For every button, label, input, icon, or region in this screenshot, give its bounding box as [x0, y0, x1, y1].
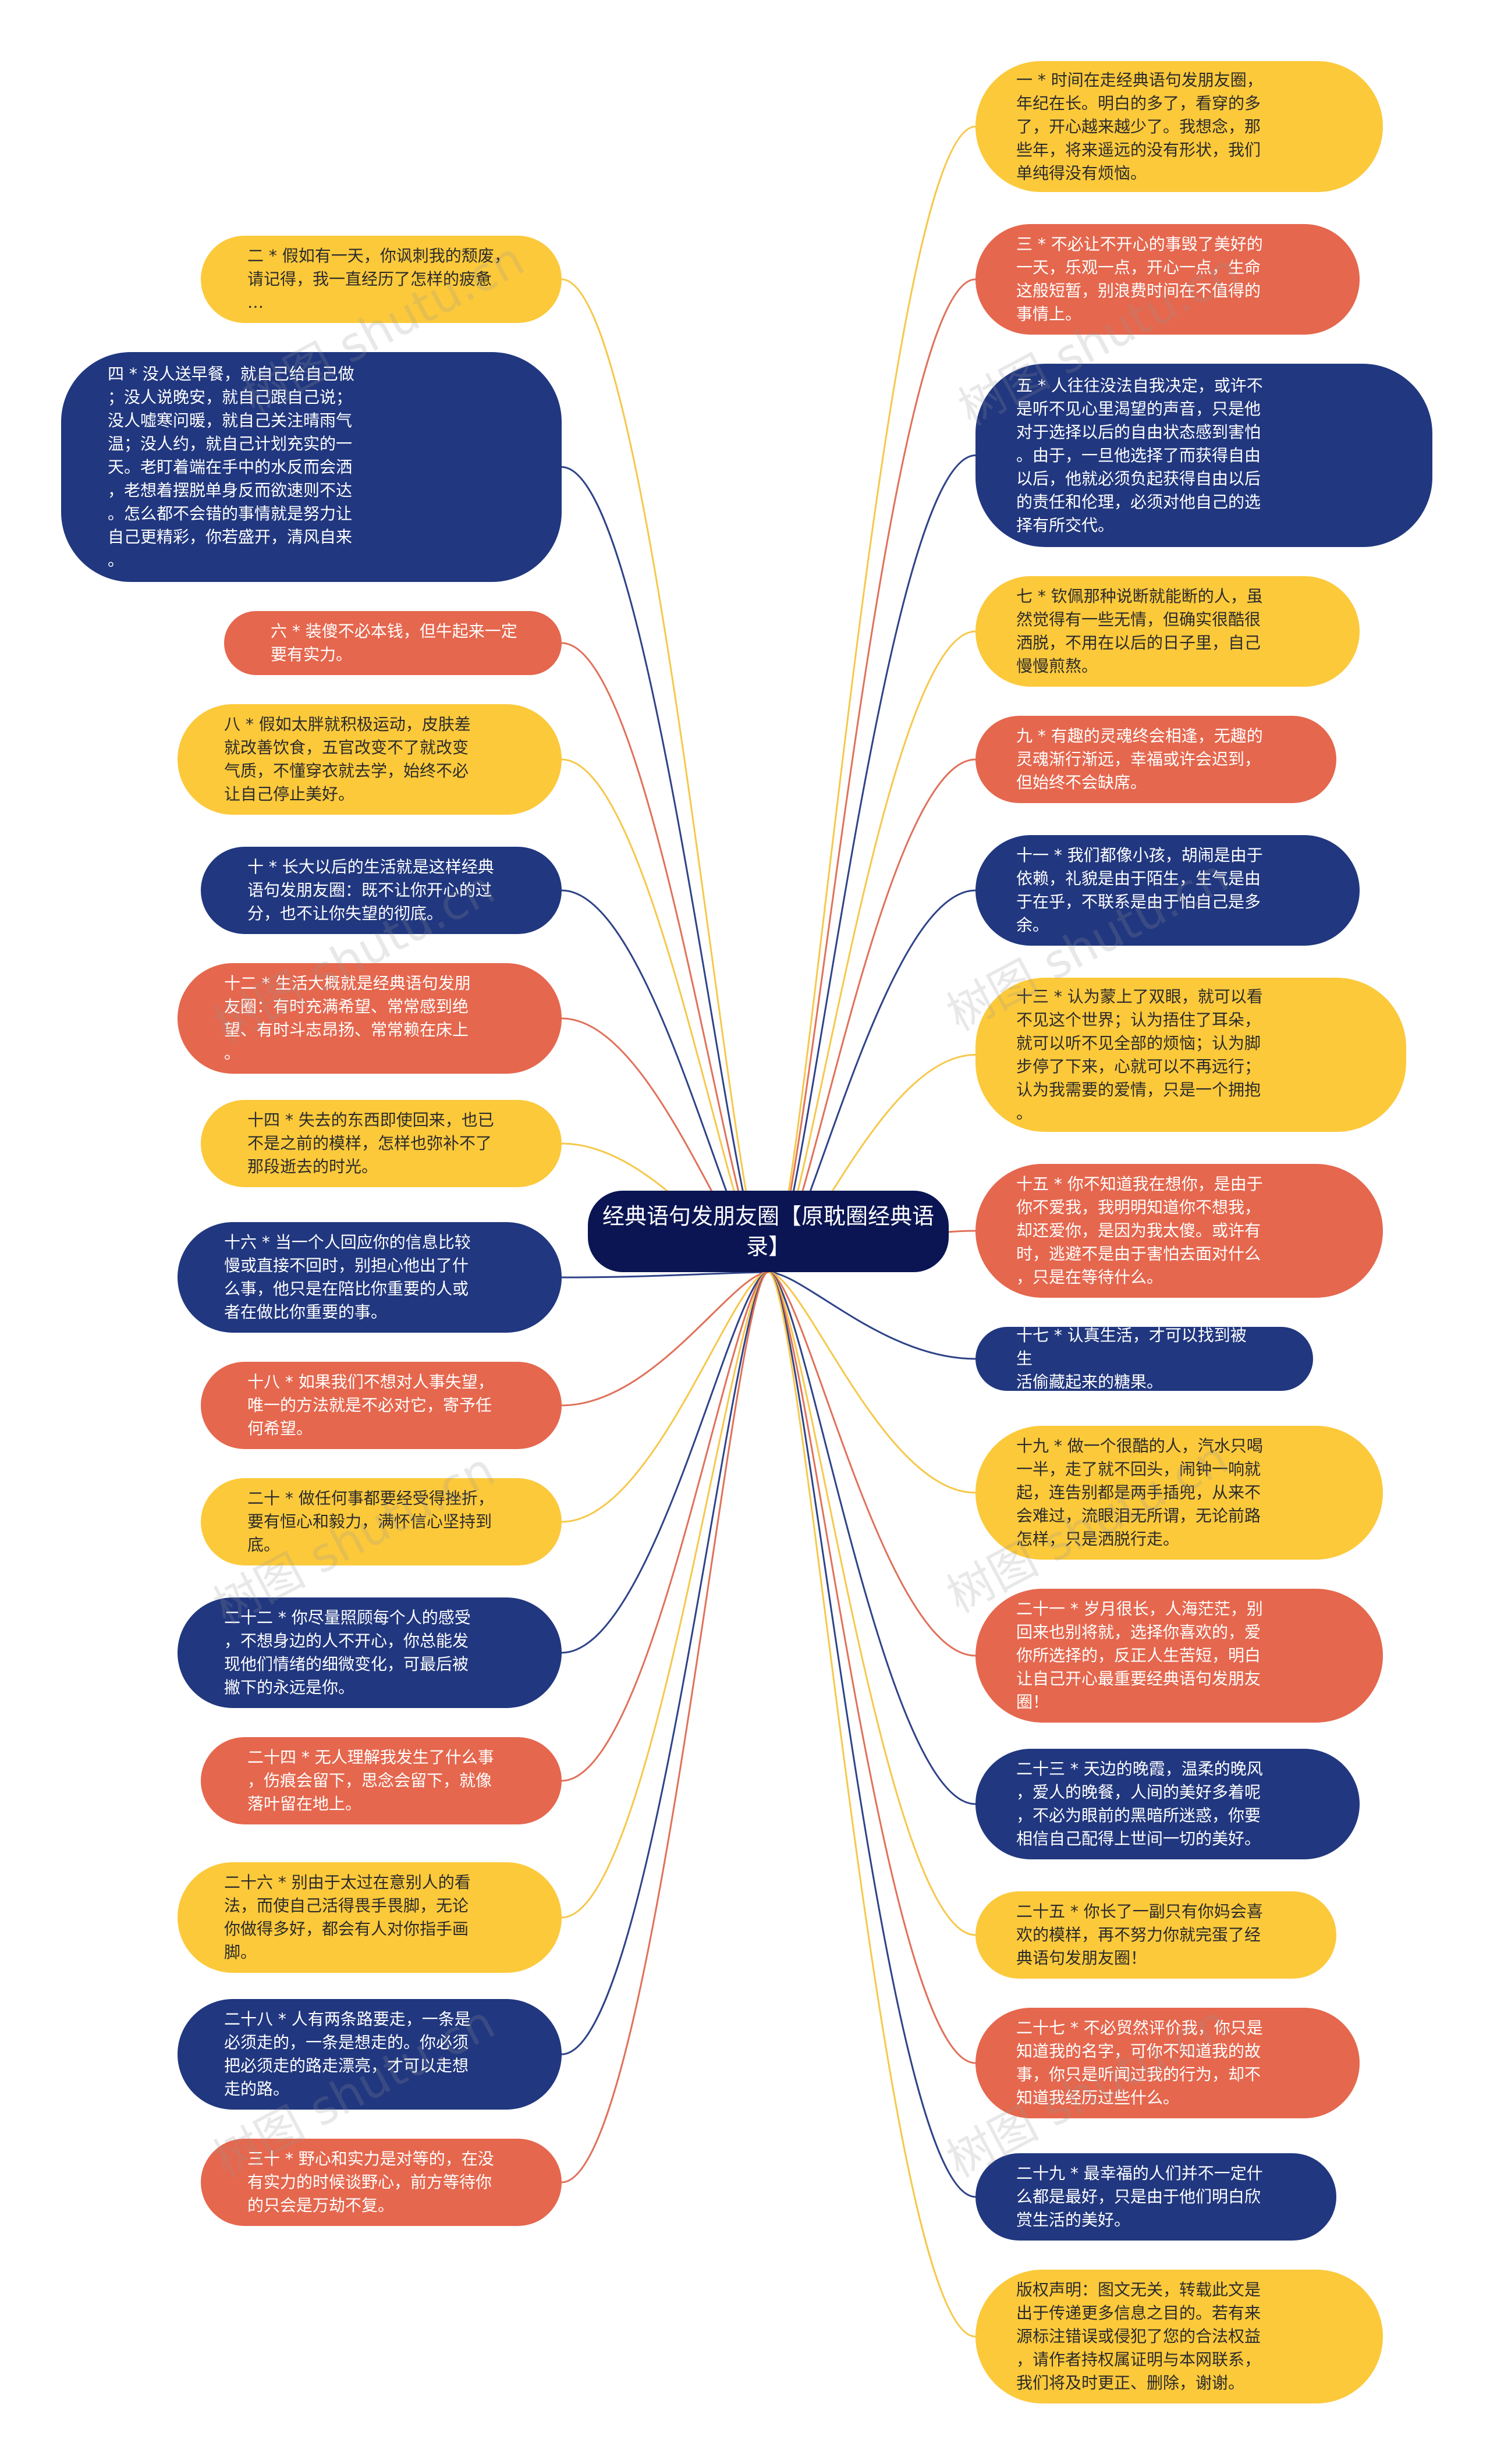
left-topic-node[interactable]: 二 * 假如有一天，你讽刺我的颓废， 请记得，我一直经历了怎样的疲惫 …: [201, 236, 562, 323]
left-topic-node[interactable]: 十六 * 当一个人回应你的信息比较 慢或直接不回时，别担心他出了什 么事，他只是…: [178, 1222, 562, 1333]
topic-text: 九 * 有趣的灵魂终会相逢，无趣的 灵魂渐行渐远，幸福或许会迟到， 但始终不会缺…: [1016, 726, 1263, 792]
topic-text: 六 * 装傻不必本钱，但牛起来一定 要有实力。: [271, 622, 517, 664]
right-topic-node[interactable]: 五 * 人往往没法自我决定，或许不 是听不见心里渴望的声音，只是他 对于选择以后…: [975, 364, 1432, 547]
connector-line: [768, 1271, 976, 2338]
connector-line: [768, 1271, 976, 2198]
right-topic-node[interactable]: 二十五 * 你长了一副只有你妈会喜 欢的模样，再不努力你就完蛋了经 典语句发朋友…: [975, 1891, 1336, 1979]
topic-text: 四 * 没人送早餐，就自己给自己做 ；没人说晚安，就自己跟自己说； 没人嘘寒问暖…: [108, 364, 354, 570]
right-topic-node[interactable]: 九 * 有趣的灵魂终会相逢，无趣的 灵魂渐行渐远，幸福或许会迟到， 但始终不会缺…: [975, 716, 1336, 803]
topic-text: 二十六 * 别由于太过在意别人的看 法，而使自己活得畏手畏脚，无论 你做得多好，…: [224, 1873, 471, 1962]
topic-text: 十九 * 做一个很酷的人，汽水只喝 一半，走了就不回头，闹钟一响就 起，连告别都…: [1016, 1436, 1263, 1549]
left-topic-node[interactable]: 十八 * 如果我们不想对人事失望， 唯一的方法就是不必对它，寄予任 何希望。: [201, 1362, 562, 1449]
topic-text: 二十五 * 你长了一副只有你妈会喜 欢的模样，再不努力你就完蛋了经 典语句发朋友…: [1016, 1902, 1263, 1968]
topic-text: 七 * 钦佩那种说断就能断的人，虽 然觉得有一些无情，但确实很酷很 洒脱，不用在…: [1016, 587, 1263, 676]
right-topic-node[interactable]: 二十一 * 岁月很长，人海茫茫，别 回来也别将就，选择你喜欢的，爱 你所选择的，…: [975, 1589, 1383, 1723]
connector-line: [768, 1271, 976, 2064]
topic-text: 二十九 * 最幸福的人们并不一定什 么都是最好，只是由于他们明白欣 赏生活的美好…: [1016, 2164, 1263, 2229]
topic-text: 十三 * 认为蒙上了双眼，就可以看 不见这个世界；认为捂住了耳朵， 就可以听不见…: [1016, 986, 1263, 1123]
left-topic-node[interactable]: 二十六 * 别由于太过在意别人的看 法，而使自己活得畏手畏脚，无论 你做得多好，…: [178, 1862, 562, 1973]
topic-text: 三十 * 野心和实力是对等的，在没 有实力的时候谈野心，前方等待你 的只会是万劫…: [247, 2149, 494, 2215]
topic-text: 二十八 * 人有两条路要走，一条是 必须走的，一条是想走的。你必须 把必须走的路…: [224, 2009, 471, 2099]
connector-line: [768, 1271, 976, 1494]
right-topic-node[interactable]: 十五 * 你不知道我在想你，是由于 你不爱我，我明明知道你不想我， 却还爱你，是…: [975, 1164, 1383, 1298]
left-topic-node[interactable]: 十二 * 生活大概就是经典语句发朋 友圈：有时充满希望、常常感到绝 望、有时斗志…: [178, 963, 562, 1074]
topic-text: 版权声明：图文无关，转载此文是 出于传递更多信息之目的。若有来 源标注错误或侵犯…: [1016, 2280, 1261, 2392]
left-topic-node[interactable]: 四 * 没人送早餐，就自己给自己做 ；没人说晚安，就自己跟自己说； 没人嘘寒问暖…: [61, 352, 562, 582]
topic-text: 二 * 假如有一天，你讽刺我的颓废， 请记得，我一直经历了怎样的疲惫 …: [247, 246, 510, 312]
connector-line: [768, 455, 976, 1273]
topic-text: 三 * 不必让不开心的事毁了美好的 一天，乐观一点，开心一点，生命 这般短暂，别…: [1016, 235, 1263, 324]
connector-line: [561, 1271, 769, 1279]
left-topic-node[interactable]: 二十四 * 无人理解我发生了什么事 ，伤痕会留下，思念会留下，就像 落叶留在地上…: [201, 1737, 562, 1824]
right-topic-node[interactable]: 十七 * 认真生活，才可以找到被生 活偷藏起来的糖果。: [975, 1326, 1313, 1391]
left-topic-node[interactable]: 二十二 * 你尽量照顾每个人的感受 ，不想身边的人不开心，你总能发 现他们情绪的…: [178, 1597, 562, 1708]
topic-text: 二十七 * 不必贸然评价我，你只是 知道我的名字，可你不知道我的故 事，你只是听…: [1016, 2018, 1263, 2107]
topic-text: 二十三 * 天边的晚霞，温柔的晚风 ，爱人的晚餐，人间的美好多着呢 ，不必为眼前…: [1016, 1759, 1263, 1848]
topic-text: 十八 * 如果我们不想对人事失望， 唯一的方法就是不必对它，寄予任 何希望。: [247, 1372, 494, 1438]
connector-line: [561, 1271, 769, 1782]
left-topic-node[interactable]: 六 * 装傻不必本钱，但牛起来一定 要有实力。: [224, 611, 562, 675]
topic-text: 十二 * 生活大概就是经典语句发朋 友圈：有时充满希望、常常感到绝 望、有时斗志…: [224, 974, 471, 1063]
connector-line: [768, 1271, 976, 1657]
right-topic-node[interactable]: 一 * 时间在走经典语句发朋友圈， 年纪在长。明白的多了，看穿的多 了，开心越来…: [975, 61, 1383, 192]
right-topic-node[interactable]: 七 * 钦佩那种说断就能断的人，虽 然觉得有一些无情，但确实很酷很 洒脱，不用在…: [975, 576, 1360, 687]
connector-line: [561, 1271, 769, 2055]
connector-line: [768, 1271, 976, 1805]
connector-line: [768, 1271, 976, 1936]
right-topic-node[interactable]: 三 * 不必让不开心的事毁了美好的 一天，乐观一点，开心一点，生命 这般短暂，别…: [975, 224, 1360, 335]
right-topic-node[interactable]: 十三 * 认为蒙上了双眼，就可以看 不见这个世界；认为捂住了耳朵， 就可以听不见…: [975, 978, 1406, 1132]
central-topic[interactable]: 经典语句发朋友圈【原耽圈经典语录】: [588, 1191, 949, 1272]
topic-text: 十七 * 认真生活，才可以找到被生 活偷藏起来的糖果。: [1016, 1326, 1247, 1391]
right-topic-node[interactable]: 二十九 * 最幸福的人们并不一定什 么都是最好，只是由于他们明白欣 赏生活的美好…: [975, 2153, 1336, 2241]
left-topic-node[interactable]: 十 * 长大以后的生活就是这样经典 语句发朋友圈：既不让你开心的过 分，也不让你…: [201, 847, 562, 934]
topic-text: 十六 * 当一个人回应你的信息比较 慢或直接不回时，别担心他出了什 么事，他只是…: [224, 1233, 471, 1322]
right-topic-node[interactable]: 十一 * 我们都像小孩，胡闹是由于 依赖，礼貌是由于陌生，生气是由 于在乎，不联…: [975, 835, 1360, 946]
right-topic-node[interactable]: 十九 * 做一个很酷的人，汽水只喝 一半，走了就不回头，闹钟一响就 起，连告别都…: [975, 1426, 1383, 1560]
topic-text: 十一 * 我们都像小孩，胡闹是由于 依赖，礼貌是由于陌生，生气是由 于在乎，不联…: [1016, 846, 1263, 935]
left-topic-node[interactable]: 十四 * 失去的东西即使回来，也已 不是之前的模样，怎样也弥补不了 那段逝去的时…: [201, 1100, 562, 1187]
connector-line: [768, 278, 976, 1273]
topic-text: 八 * 假如太胖就积极运动，皮肤差 就改善饮食，五官改变不了就改变 气质，不懂穿…: [224, 715, 471, 804]
connector-line: [561, 278, 769, 1273]
connector-line: [561, 1271, 769, 1919]
central-topic-label: 经典语句发朋友圈【原耽圈经典语录】: [602, 1203, 934, 1259]
connector-line: [768, 1271, 976, 1360]
topic-text: 二十一 * 岁月很长，人海茫茫，别 回来也别将就，选择你喜欢的，爱 你所选择的，…: [1016, 1599, 1263, 1712]
left-topic-node[interactable]: 二十八 * 人有两条路要走，一条是 必须走的，一条是想走的。你必须 把必须走的路…: [178, 1999, 562, 2110]
right-topic-node[interactable]: 二十七 * 不必贸然评价我，你只是 知道我的名字，可你不知道我的故 事，你只是听…: [975, 2008, 1360, 2118]
connector-line: [768, 630, 976, 1273]
topic-text: 二十二 * 你尽量照顾每个人的感受 ，不想身边的人不开心，你总能发 现他们情绪的…: [224, 1608, 471, 1697]
topic-text: 二十 * 做任何事都要经受得挫折， 要有恒心和毅力，满怀信心坚持到 底。: [247, 1489, 494, 1554]
topic-text: 五 * 人往往没法自我决定，或许不 是听不见心里渴望的声音，只是他 对于选择以后…: [1016, 375, 1263, 535]
topic-text: 二十四 * 无人理解我发生了什么事 ，伤痕会留下，思念会留下，就像 落叶留在地上…: [247, 1748, 494, 1813]
left-topic-node[interactable]: 二十 * 做任何事都要经受得挫折， 要有恒心和毅力，满怀信心坚持到 底。: [201, 1478, 562, 1565]
connector-line: [561, 1271, 769, 1523]
topic-text: 十 * 长大以后的生活就是这样经典 语句发朋友圈：既不让你开心的过 分，也不让你…: [247, 857, 494, 923]
connector-line: [561, 1271, 769, 1654]
connector-line: [768, 126, 976, 1273]
left-topic-node[interactable]: 八 * 假如太胖就积极运动，皮肤差 就改善饮食，五官改变不了就改变 气质，不懂穿…: [178, 704, 562, 815]
left-topic-node[interactable]: 三十 * 野心和实力是对等的，在没 有实力的时候谈野心，前方等待你 的只会是万劫…: [201, 2139, 562, 2226]
connector-line: [561, 1271, 769, 2183]
connector-line: [561, 642, 769, 1273]
right-topic-node[interactable]: 二十三 * 天边的晚霞，温柔的晚风 ，爱人的晚餐，人间的美好多着呢 ，不必为眼前…: [975, 1749, 1360, 1859]
topic-text: 十五 * 你不知道我在想你，是由于 你不爱我，我明明知道你不想我， 却还爱你，是…: [1016, 1174, 1263, 1287]
right-topic-node[interactable]: 版权声明：图文无关，转载此文是 出于传递更多信息之目的。若有来 源标注错误或侵犯…: [975, 2270, 1383, 2403]
connector-line: [561, 1271, 769, 1407]
topic-text: 一 * 时间在走经典语句发朋友圈， 年纪在长。明白的多了，看穿的多 了，开心越来…: [1016, 70, 1263, 183]
topic-text: 十四 * 失去的东西即使回来，也已 不是之前的模样，怎样也弥补不了 那段逝去的时…: [247, 1110, 494, 1176]
